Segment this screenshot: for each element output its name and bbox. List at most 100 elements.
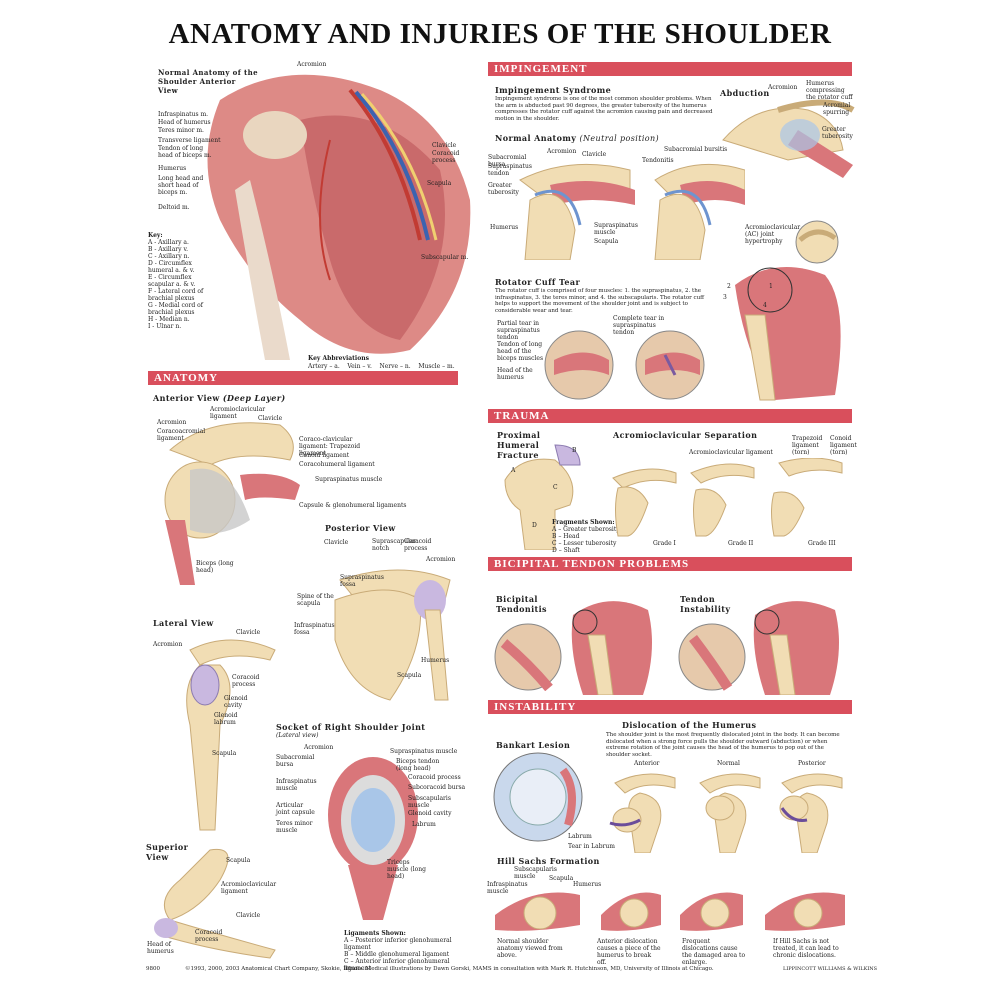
imp-label-greater-tuberosity: Greater tuberosity (488, 182, 519, 196)
rct-number-4: 4 (763, 302, 767, 309)
sock-label-glenoid: Glenoid cavity (408, 810, 452, 817)
fracture-letter-b: B (572, 447, 577, 454)
sup-label-coracoid: Coracoid process (195, 929, 223, 943)
fracture-letter-a: A (511, 467, 516, 474)
rct-number-2: 2 (727, 283, 731, 290)
abduction-title: Abduction (720, 88, 770, 98)
key-item: D - Circumflex humeral a. & v. (148, 260, 195, 274)
anterior-deep-illustration (164, 422, 300, 585)
footer-credit: ©1993, 2000, 2003 Anatomical Chart Compa… (185, 966, 714, 972)
superior-view-title: Superior View (146, 842, 189, 862)
dislocation-normal-illustration (699, 773, 761, 853)
key-title: Key: (148, 232, 163, 239)
sup-label-clavicle: Clavicle (236, 912, 261, 919)
imp-label-scapula: Scapula (594, 238, 619, 245)
label-biceps-tendon: Tendon of long head of biceps m. (158, 145, 212, 159)
normal-subtitle: (Neutral position) (579, 134, 660, 143)
lat-label-acromion: Acromion (153, 641, 183, 648)
label-transverse-ligament: Transverse ligament (158, 137, 221, 144)
fracture-illustration (504, 444, 581, 550)
dislocation-anterior-illustration (609, 773, 676, 853)
post-label-supraspinatus-fossa: Supraspinatus fossa (340, 574, 384, 588)
proximal-fracture-title: Proximal Humeral Fracture (497, 430, 541, 460)
dislocation-title: Dislocation of the Humerus (622, 720, 757, 730)
ant-label-ac-ligament: Acromioclavicular ligament (210, 406, 266, 420)
tendonitis-inset (494, 623, 562, 691)
post-label-acromion: Acromion (426, 556, 456, 563)
complete-tear-inset (635, 330, 705, 400)
rct-label-partial-tear: Partial tear in supraspinatus tendon (497, 320, 540, 341)
section-anatomy: ANATOMY (148, 371, 458, 385)
sock-label-subcoracoid: Subcoracoid bursa (408, 784, 466, 791)
hs-label-scapula: Scapula (549, 875, 574, 882)
normal-anatomy-heading: Normal Anatomy of the Shoulder Anterior … (158, 68, 258, 95)
socket-subtitle: (Lateral view) (276, 732, 319, 739)
chart-code: 9800 (146, 966, 160, 972)
hs-caption-1: Normal shoulder anatomy viewed from abov… (497, 938, 563, 959)
hill-sachs-2 (601, 892, 661, 931)
key-item: F - Lateral cord of brachial plexus (148, 288, 204, 302)
bankart-lesion-title: Bankart Lesion (496, 740, 571, 750)
label-head-of-humerus: Head of humerus (158, 119, 211, 126)
rct-label-biceps-tendon: Tendon of long head of the biceps muscle… (497, 341, 544, 362)
label-biceps-heads: Long head and short head of biceps m. (158, 175, 204, 196)
sock-label-coracoid: Coracoid process (408, 774, 461, 781)
rotator-cuff-tear-title: Rotator Cuff Tear (495, 277, 581, 287)
key-item: G - Medial cord of brachial plexus (148, 302, 203, 316)
label-coracoid-process: Coracoid process (432, 150, 460, 164)
impingement-normal-illustration (519, 163, 635, 260)
ant-label-clavicle: Clavicle (258, 415, 283, 422)
hs-caption-3: Frequent dislocations cause the damaged … (682, 938, 746, 966)
ac-label-trapezoid: Trapezoid ligament (torn) (792, 435, 823, 456)
ac-label-conoid: Conoid ligament (torn) (830, 435, 857, 456)
section-trauma: TRAUMA (488, 409, 852, 423)
post-label-clavicle: Clavicle (324, 539, 349, 546)
rct-number-1: 1 (769, 283, 773, 290)
ligaments-title: Ligaments Shown: (344, 930, 406, 937)
hill-sachs-4 (765, 892, 845, 931)
hill-sachs-3 (680, 892, 743, 931)
grade-3-label: Grade III (808, 540, 836, 547)
imp-label-humerus: Humerus (490, 224, 519, 231)
hs-caption-4: If Hill Sachs is not treated, it can lea… (773, 938, 839, 959)
section-instability: INSTABILITY (488, 700, 852, 714)
ant-label-coracohumeral: Coracohumeral ligament (299, 461, 375, 468)
fracture-letter-c: C (553, 484, 558, 491)
post-label-scapula: Scapula (397, 672, 422, 679)
post-label-humerus: Humerus (421, 657, 450, 664)
key-item: E - Circumflex scapular a. & v. (148, 274, 196, 288)
imp-label-ac-hypertrophy: Acromioclavicular (AC) joint hypertrophy (745, 224, 801, 245)
ligaments-shown: Ligaments Shown: A – Posterior inferior … (344, 930, 474, 972)
label-clavicle: Clavicle (432, 142, 457, 149)
hs-caption-2: Anterior dislocation causes a piece of t… (597, 938, 661, 966)
fragment-item: C – Lesser tuberosity (552, 540, 617, 547)
partial-tear-inset (544, 330, 614, 400)
key-item: B - Axillary v. (148, 246, 189, 253)
section-bicipital: BICIPITAL TENDON PROBLEMS (488, 557, 852, 571)
key-item: I - Ulnar n. (148, 323, 182, 330)
rct-number-3: 3 (723, 294, 727, 301)
bankart-label-labrum: Labrum (568, 833, 592, 840)
label-acromion: Acromion (297, 61, 327, 68)
impingement-tendonitis-illustration (654, 163, 745, 260)
rct-label-head-humerus: Head of the humerus (497, 367, 533, 381)
ac-grade-1-illustration (612, 468, 677, 537)
ligament-item: B – Middle glenohumeral ligament (344, 951, 450, 958)
imp-label-tendonitis: Tendonitis (642, 157, 674, 164)
hs-label-infraspinatus: Infraspinatus muscle (487, 881, 528, 895)
sock-label-biceps-tendon: Biceps tendon (long head) (396, 758, 440, 772)
ligament-item: A – Posterior inferior glenohumeral liga… (344, 937, 452, 951)
rotator-cuff-tear-text: The rotator cuff is comprised of four mu… (495, 288, 705, 314)
ac-grade-2-illustration (690, 463, 755, 537)
lateral-view-title: Lateral View (153, 618, 214, 628)
lat-label-glenoid-cavity: Glenoid cavity (224, 695, 248, 709)
fragments-title: Fragments Shown: (552, 519, 615, 526)
impingement-syndrome-title: Impingement Syndrome (495, 85, 612, 95)
anterior-title-text: Anterior View (153, 393, 220, 403)
ac-hypertrophy-inset (795, 220, 839, 264)
ant-label-conoid: Conoid ligament (299, 452, 350, 459)
imp-label-clavicle: Clavicle (582, 151, 607, 158)
poster-title: ANATOMY AND INJURIES OF THE SHOULDER (168, 18, 832, 50)
posterior-view-title: Posterior View (325, 523, 396, 533)
sock-label-triceps: Triceps muscle (long head) (387, 859, 426, 880)
